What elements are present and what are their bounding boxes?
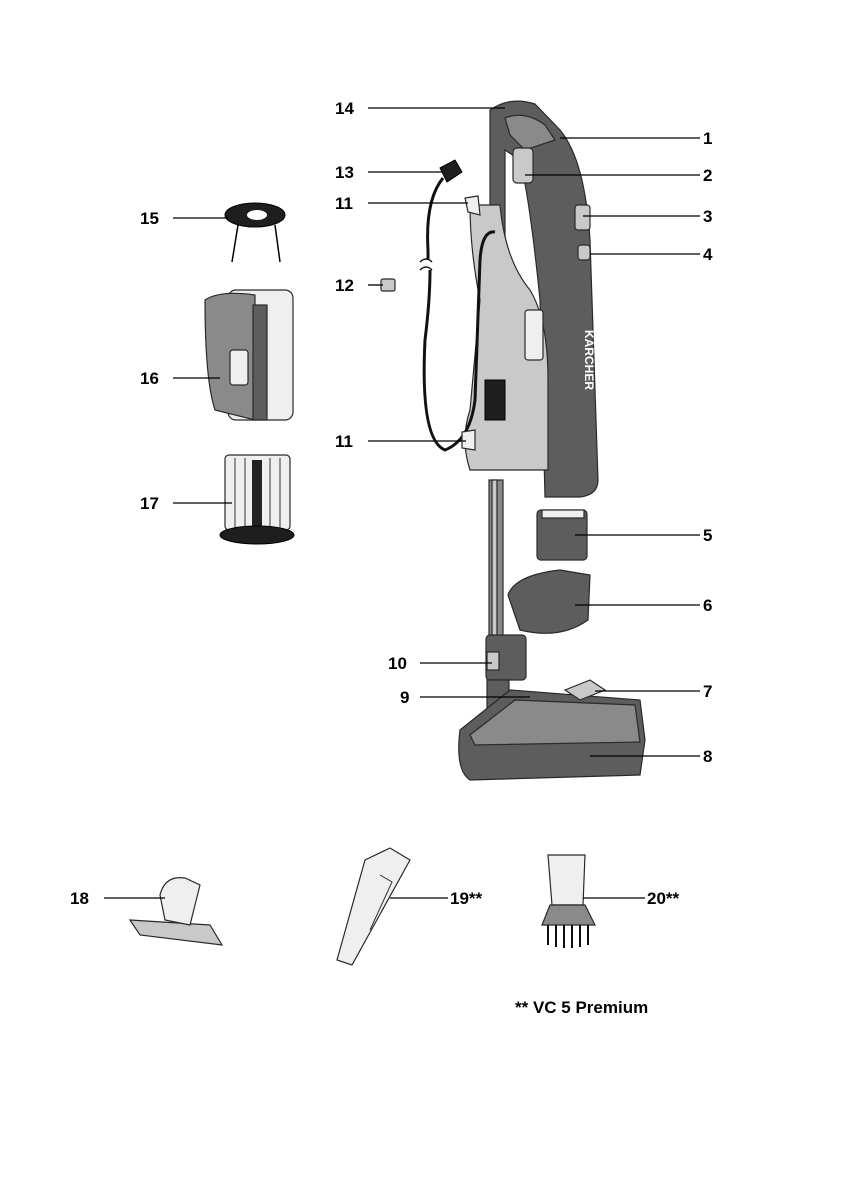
power-button [574, 204, 591, 231]
callout-7: 7 [703, 682, 712, 701]
dust-container [507, 569, 591, 634]
callout-labels: 14 1 2 3 4 13 11 15 12 16 11 17 5 6 10 7… [70, 99, 713, 1017]
indicator-button [577, 244, 591, 261]
callout-10: 10 [388, 654, 407, 673]
cord-clip [380, 278, 396, 292]
callout-17: 17 [140, 494, 159, 513]
upholstery-nozzle [128, 877, 224, 946]
callout-2: 2 [703, 166, 712, 185]
plug [439, 159, 463, 183]
vacuum-illustration: KÄRCHER [380, 100, 646, 781]
leader-lines [104, 107, 700, 899]
on-off-switch [512, 147, 534, 184]
footnote: ** VC 5 Premium [515, 998, 648, 1017]
callout-16: 16 [140, 369, 159, 388]
callout-6: 6 [703, 596, 712, 615]
callout-8: 8 [703, 747, 712, 766]
callout-13: 13 [335, 163, 354, 182]
filter-lid [224, 202, 286, 263]
floor-nozzle-pedal [563, 679, 607, 701]
callout-4: 4 [703, 245, 713, 264]
brush-nozzle [541, 854, 596, 948]
callout-14: 14 [335, 99, 354, 118]
crevice-nozzle [336, 847, 411, 966]
dust-container-housing [204, 289, 294, 421]
callout-19: 19** [450, 889, 483, 908]
callout-1: 1 [703, 129, 712, 148]
handle [489, 100, 599, 498]
callout-20: 20** [647, 889, 680, 908]
callout-11-bottom: 11 [335, 432, 353, 451]
pleated-filter [219, 454, 295, 545]
callout-3: 3 [703, 207, 712, 226]
brand-logo: KÄRCHER [582, 330, 597, 390]
callout-9: 9 [400, 688, 409, 707]
callout-18: 18 [70, 889, 89, 908]
callout-11-top: 11 [335, 194, 353, 213]
callout-15: 15 [140, 209, 159, 228]
callout-12: 12 [335, 276, 354, 295]
callout-5: 5 [703, 526, 712, 545]
